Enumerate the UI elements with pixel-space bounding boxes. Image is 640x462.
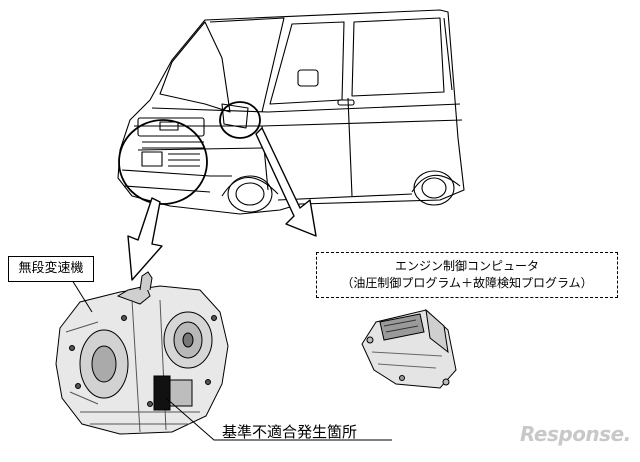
fault-location-label: 基準不適合発生箇所 — [222, 423, 358, 441]
engine-computer-title: エンジン制御コンピュータ — [394, 259, 539, 273]
engine-computer-label: エンジン制御コンピュータ （油圧制御プログラム＋故障検知プログラム） — [316, 252, 618, 298]
cvt-illustration — [55, 271, 229, 435]
ecu-illustration — [361, 308, 457, 389]
arrow-to-ecu — [255, 127, 317, 237]
engine-computer-programs: （油圧制御プログラム＋故障検知プログラム） — [341, 276, 593, 290]
arrow-to-transmission — [127, 197, 163, 281]
transmission-label: 無段変速機 — [8, 256, 94, 282]
response-watermark: Response. — [520, 422, 631, 446]
callout-circle-ecu — [219, 101, 261, 139]
callout-circle-transmission — [118, 119, 208, 205]
leader-transmission — [71, 279, 93, 313]
van-illustration — [117, 9, 465, 215]
leader-fault-location — [165, 397, 392, 441]
